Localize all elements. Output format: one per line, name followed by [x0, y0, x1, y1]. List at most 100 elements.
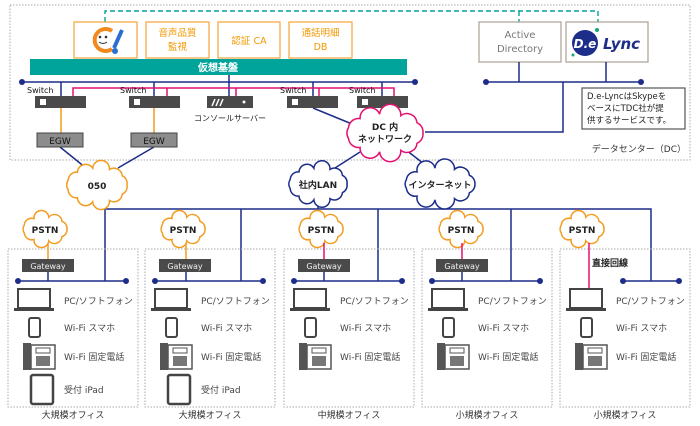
management-link — [104, 10, 599, 22]
gateway — [159, 259, 211, 272]
device-label: Wi-Fi スマホ — [64, 323, 115, 334]
laptop-icon — [566, 288, 606, 311]
device-label: Wi-Fi スマホ — [201, 323, 252, 334]
gateway-label: Gateway — [167, 262, 203, 271]
cloud-050-icon — [65, 159, 128, 211]
bus-endpoint — [15, 278, 21, 284]
device-label: Wi-Fi スマホ — [478, 323, 529, 334]
bus-endpoint — [620, 278, 626, 284]
smartphone-icon — [28, 317, 41, 338]
gateway-label: Gateway — [306, 262, 342, 271]
cloud-labels: 050 社内LAN インターネット DC 内 ネットワーク — [88, 121, 472, 192]
cloud-dc-network-label-1: DC 内 — [372, 121, 398, 133]
office-name: 大規模オフィス — [179, 409, 242, 421]
egw-2: EGW — [130, 132, 178, 148]
device-label: Wi-Fi スマホ — [616, 323, 667, 334]
console-server — [207, 96, 253, 108]
cloud-internet-label: インターネット — [408, 179, 471, 191]
pstn-cloud-2-icon — [160, 209, 206, 249]
svg-text:通話明細: 通話明細 — [301, 27, 339, 39]
bus-endpoint — [291, 278, 297, 284]
device-label: PC/ソフトフォン — [201, 297, 270, 307]
laptop-icon — [290, 288, 330, 311]
smartphone-icon — [165, 317, 178, 338]
cloud-050-label: 050 — [88, 182, 107, 192]
switch-3: Switch — [280, 86, 338, 108]
lync-box: D.e Lync — [565, 21, 649, 63]
device-label: Wi-Fi 固定電話 — [64, 351, 124, 363]
smiley-logo-icon — [92, 27, 124, 54]
svg-text:D.e: D.e — [574, 37, 597, 51]
gateway-label: Gateway — [444, 262, 480, 271]
device-label: PC/ソフトフォン — [64, 297, 133, 307]
office-name: 大規模オフィス — [42, 409, 105, 421]
device-label: PC/ソフトフォン — [478, 297, 547, 307]
pstn-cloud-3-icon — [298, 209, 344, 249]
switch-label: Switch — [120, 86, 146, 95]
bus-endpoint — [676, 278, 682, 284]
bus-endpoint — [123, 278, 129, 284]
desk-phone-icon — [23, 343, 56, 370]
svg-text:D.e-LyncはSkypeを: D.e-LyncはSkypeを — [587, 92, 666, 102]
cloud-lan-label: 社内LAN — [298, 179, 337, 191]
service-voice-quality: 音声品質 監視 — [145, 21, 210, 59]
bus-endpoint — [152, 278, 158, 284]
switch-4: Switch — [349, 86, 408, 108]
egw-links — [60, 108, 155, 133]
device-label: PC/ソフトフォン — [340, 297, 409, 307]
device-label: Wi-Fi 固定電話 — [616, 351, 676, 363]
device-label: Wi-Fi スマホ — [340, 323, 391, 334]
switch-label: Switch — [349, 86, 375, 95]
pstn-cloud-4-icon — [438, 209, 484, 249]
gateway — [436, 259, 488, 272]
datacenter-frame — [9, 4, 691, 161]
pstn-cloud-1-icon — [22, 209, 68, 249]
virtual-platform-bar — [30, 59, 407, 75]
egw-1: EGW — [36, 132, 84, 148]
office-name: 小規模オフィス — [594, 410, 657, 421]
bus-endpoint — [429, 278, 435, 284]
pstn-label: PSTN — [170, 226, 197, 236]
tablet-icon — [166, 373, 192, 406]
svg-text:EGW: EGW — [143, 137, 165, 147]
bus-endpoints — [19, 79, 644, 85]
office-name: 小規模オフィス — [456, 410, 519, 421]
console-server-label: コンソールサーバー — [194, 114, 266, 123]
pstn-label: PSTN — [308, 226, 335, 236]
svg-text:Directory: Directory — [497, 44, 543, 55]
desk-phone-icon — [575, 343, 608, 370]
service-call-detail-db: 通話明細 DB — [288, 21, 353, 59]
switch-label: Switch — [280, 86, 306, 95]
dc-bus-lines — [22, 62, 641, 169]
desk-phone-icon — [160, 343, 193, 370]
svg-text:認証 CA: 認証 CA — [231, 35, 267, 47]
pstn-label: PSTN — [32, 226, 59, 236]
smartphone-icon — [304, 317, 317, 338]
smartphone-icon — [580, 317, 593, 338]
device-label: 受付 iPad — [201, 384, 241, 396]
svg-text:監視: 監視 — [168, 41, 188, 53]
service-auth-ca: 認証 CA — [217, 21, 281, 59]
svg-text:供するサービスです。: 供するサービスです。 — [587, 115, 671, 126]
svg-text:音声品質: 音声品質 — [158, 27, 196, 39]
smartphone-icon — [442, 317, 455, 338]
laptop-icon — [151, 288, 191, 311]
device-label: PC/ソフトフォン — [616, 297, 685, 307]
svg-text:Active: Active — [505, 30, 536, 41]
laptop-icon — [428, 288, 468, 311]
switch-1: Switch — [27, 86, 86, 108]
office-name: 中規模オフィス — [318, 409, 381, 421]
bus-endpoint — [260, 278, 266, 284]
bus-endpoint — [399, 278, 405, 284]
pstn-label: PSTN — [569, 226, 596, 236]
cloud-internet-icon — [404, 158, 476, 210]
gateway — [22, 259, 74, 272]
lan-backbone — [104, 203, 652, 281]
service-monitor-app — [73, 21, 138, 59]
device-label: Wi-Fi 固定電話 — [340, 351, 400, 363]
